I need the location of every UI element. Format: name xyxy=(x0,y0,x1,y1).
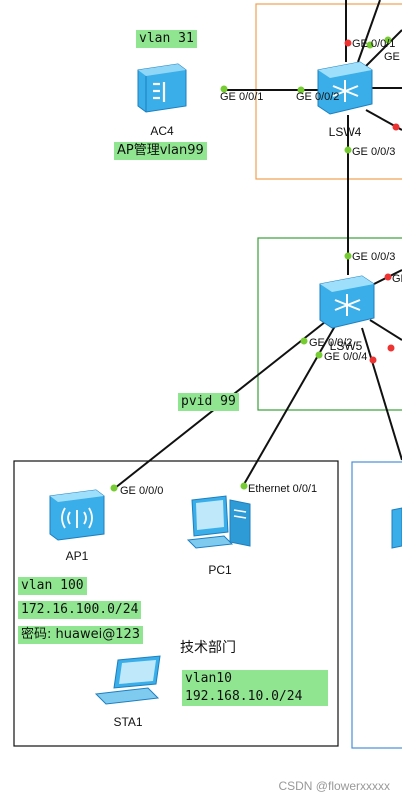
core-area-box xyxy=(255,3,402,180)
ap1-label: AP1 xyxy=(66,549,89,563)
lsw4-top-port-label: GE 0/0/1 xyxy=(352,38,395,50)
pc-icon[interactable] xyxy=(186,495,251,549)
lsw4-down-port-label: GE 0/0/3 xyxy=(352,146,395,158)
lsw4-top2-port-label: GE xyxy=(384,51,400,63)
pvid-note: pvid 99 xyxy=(178,393,239,411)
access-area-box xyxy=(257,237,402,411)
subnet100-note: 172.16.100.0/24 xyxy=(18,601,142,619)
tech-dept-box xyxy=(13,460,339,747)
ac4-label: AC4 xyxy=(150,124,174,138)
vlan31-note: vlan 31 xyxy=(136,30,197,48)
ac-controller-icon[interactable] xyxy=(137,63,187,113)
lsw4-label: LSW4 xyxy=(329,125,362,139)
laptop-icon[interactable] xyxy=(94,655,161,705)
access-point-icon[interactable] xyxy=(49,489,105,541)
right-dept-box xyxy=(351,461,402,749)
ap-port-label: GE 0/0/0 xyxy=(120,485,163,497)
switch-icon[interactable] xyxy=(319,275,375,329)
mid-pc-port-label: GE 0/0/4 xyxy=(324,351,367,363)
password-note: 密码: huawei@123 xyxy=(18,626,144,644)
ac4-port-label: GE 0/0/1 xyxy=(220,91,263,103)
mid-right-port-label: GE xyxy=(392,273,402,285)
mid-up-port-label: GE 0/0/3 xyxy=(352,251,395,263)
sta1-label: STA1 xyxy=(113,715,142,729)
pc1-label: PC1 xyxy=(208,563,232,577)
ap-mgmt-note: AP管理vlan99 xyxy=(114,142,207,160)
mid-ap-port-label: GE 0/0/2 xyxy=(309,337,352,349)
subnet10-note: 192.168.10.0/24 xyxy=(182,688,328,706)
lsw4-ac-port-label: GE 0/0/2 xyxy=(296,91,339,103)
dept-label: 技术部门 xyxy=(180,640,236,656)
pc-icon[interactable] xyxy=(391,507,402,549)
vlan10-note: vlan10 xyxy=(182,670,328,688)
port-dots xyxy=(110,36,400,492)
watermark: CSDN @flowerxxxxx xyxy=(278,779,390,793)
pc-port-label: Ethernet 0/0/1 xyxy=(248,483,317,495)
lsw-mid-label: LSW5 xyxy=(330,339,363,353)
switch-icon[interactable] xyxy=(317,61,373,115)
vlan100-note: vlan 100 xyxy=(18,577,87,595)
